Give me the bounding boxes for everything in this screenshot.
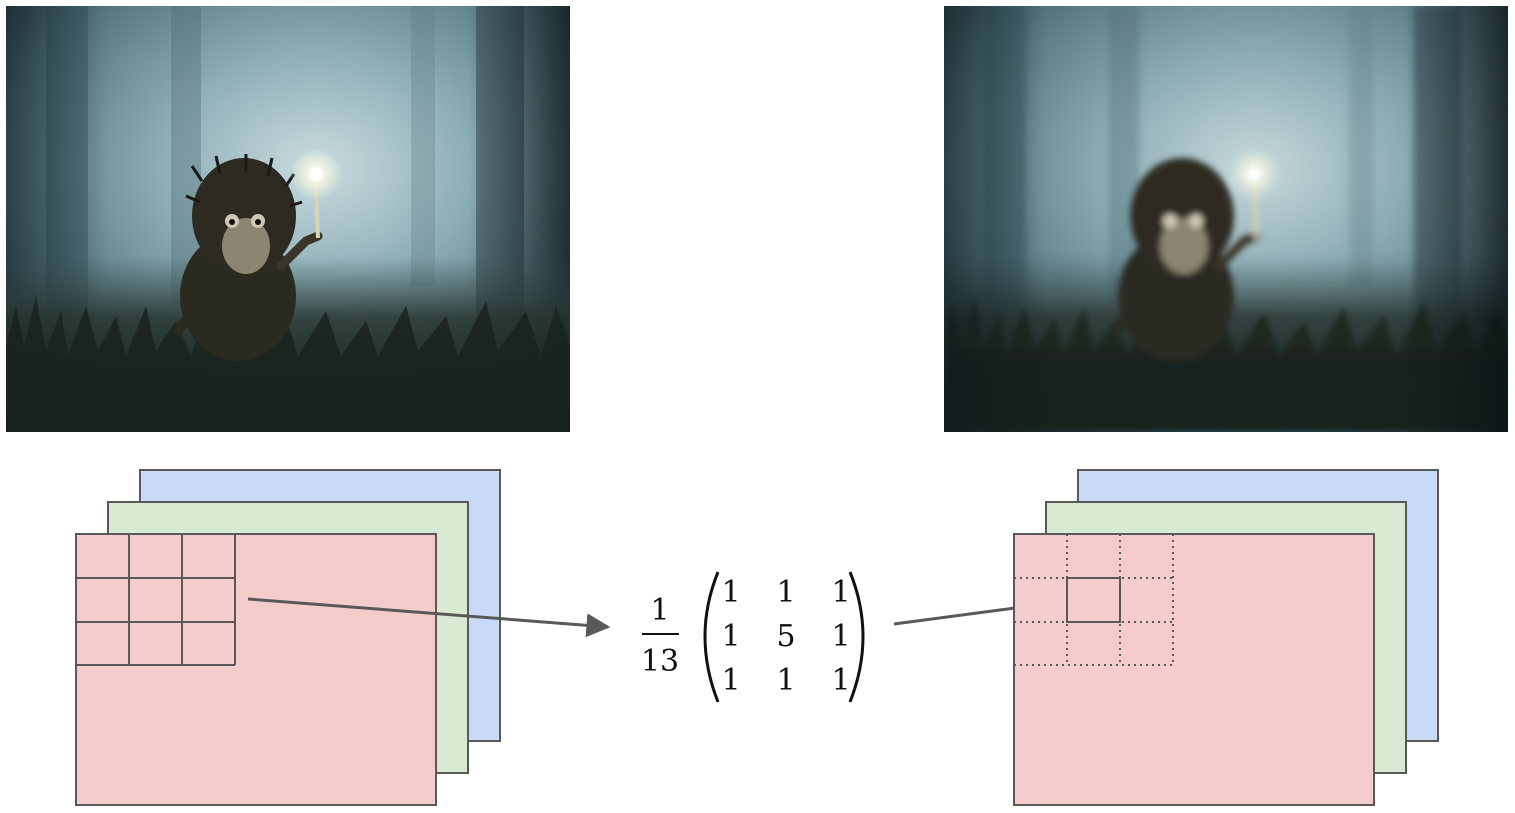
kernel-cell: 1 xyxy=(721,663,740,698)
right-paren xyxy=(848,571,865,703)
kernel-cell: 1 xyxy=(831,619,850,654)
kernel-cell: 1 xyxy=(776,663,795,698)
original-image xyxy=(6,6,570,432)
kernel-denominator: 13 xyxy=(641,644,679,679)
kernel-cell: 1 xyxy=(721,619,740,654)
arrow-to-kernel xyxy=(247,597,611,638)
kernel-cell: 1 xyxy=(776,575,795,610)
output-channel-stack xyxy=(1013,469,1439,806)
kernel-cell: 1 xyxy=(831,663,850,698)
hedgehog-figure xyxy=(173,154,323,361)
kernel-cell: 1 xyxy=(831,575,850,610)
output-pixel xyxy=(1066,577,1121,623)
left-paren xyxy=(703,571,720,703)
red-channel xyxy=(1013,533,1375,806)
input-channel-stack xyxy=(75,469,501,806)
kernel-cell: 1 xyxy=(721,575,740,610)
kernel-window-grid xyxy=(76,534,236,666)
kernel-formula: 1 13 1 1 1 1 5 1 1 1 1 xyxy=(641,571,865,703)
kernel-numerator: 1 xyxy=(650,593,669,628)
red-channel xyxy=(75,533,437,806)
kernel-cell: 5 xyxy=(776,619,795,654)
filtered-image xyxy=(944,6,1508,432)
